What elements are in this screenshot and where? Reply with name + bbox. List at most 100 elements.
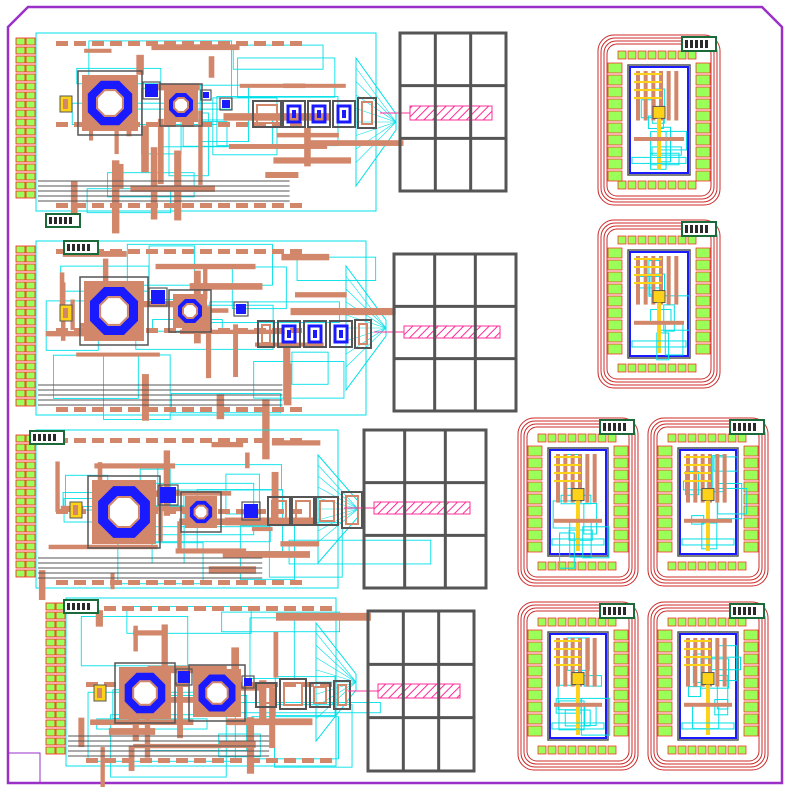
transistor-poly — [69, 501, 83, 519]
metal1-rail — [176, 606, 188, 611]
metal1-rail — [122, 606, 134, 611]
bond-pad-icon — [613, 505, 629, 517]
bond-pad-icon — [607, 62, 623, 74]
bond-pad-icon — [15, 452, 26, 461]
metal1-rail — [164, 122, 176, 127]
guard-ring — [603, 40, 715, 200]
metal2-outline — [681, 722, 735, 730]
poly-line — [634, 266, 662, 268]
bond-pad-icon — [45, 620, 56, 629]
metal1-route — [108, 728, 156, 735]
bond-pad-icon — [557, 433, 567, 443]
capacitor-icon — [219, 97, 233, 111]
bond-pad-icon — [637, 363, 647, 373]
bond-pad-icon — [657, 50, 667, 60]
bond-pad-icon — [687, 617, 697, 627]
metal1-route — [136, 54, 144, 75]
bond-pad-icon — [25, 82, 36, 91]
metal1-route — [273, 157, 352, 164]
bond-pad-icon — [25, 127, 36, 136]
metal1-rail — [284, 682, 296, 687]
transistor-poly — [652, 290, 666, 304]
output-stage-cell — [307, 100, 331, 128]
metal1-rail — [74, 122, 86, 127]
poly-line — [634, 81, 662, 83]
bond-pad-icon — [25, 281, 36, 290]
probe-pad-icon — [729, 419, 765, 435]
metal2-trace — [345, 275, 387, 329]
metal1-rail — [218, 41, 230, 46]
metal1-route — [208, 566, 257, 574]
bond-pad-icon — [15, 100, 26, 109]
bond-pad-icon — [25, 542, 36, 551]
metal1-route — [151, 44, 240, 51]
poly-line — [684, 464, 711, 466]
bond-pad-icon — [25, 272, 36, 281]
bond-pad-icon — [657, 665, 673, 677]
metal1-rail — [236, 580, 248, 585]
metal1-finger — [686, 638, 690, 687]
metal2-outline — [291, 351, 329, 385]
bond-pad-icon — [25, 172, 36, 181]
metal1-rail — [302, 758, 314, 763]
metal2-outline — [684, 470, 700, 496]
bond-pad-icon — [737, 745, 747, 755]
bond-pad-icon — [743, 469, 759, 481]
metal1-rail — [158, 758, 170, 763]
bond-pad-icon — [657, 641, 673, 653]
bond-pad-icon — [15, 434, 26, 443]
metal1-route — [158, 83, 200, 91]
bond-pad-icon — [15, 488, 26, 497]
bond-pad-icon — [743, 629, 759, 641]
guard-ring — [653, 607, 763, 765]
capacitor-icon — [175, 668, 193, 686]
bond-pad-icon — [527, 725, 543, 737]
bond-pad-icon — [657, 517, 673, 529]
bond-pad-column — [45, 602, 66, 755]
bond-pad-icon — [613, 469, 629, 481]
metal1-rail — [92, 407, 104, 412]
capacitor-icon — [241, 675, 255, 689]
poly-line — [634, 89, 662, 91]
bond-pad-icon — [743, 653, 759, 665]
metal1-rail — [218, 122, 230, 127]
metal1-rail — [236, 122, 248, 127]
metal1-route — [139, 491, 232, 496]
metal1-rail — [140, 758, 152, 763]
bond-pad-icon — [607, 283, 623, 295]
metal1-finger — [666, 71, 671, 121]
metal1-route — [262, 399, 270, 460]
bond-pad-icon — [45, 656, 56, 665]
bond-pad-icon — [657, 541, 673, 553]
bond-pad-icon — [527, 665, 543, 677]
metal1-rail — [104, 682, 116, 687]
metal1-route — [211, 441, 244, 448]
metal1-finger — [570, 638, 575, 687]
bond-pad-icon — [743, 641, 759, 653]
bond-pad-icon — [607, 110, 623, 122]
metal1-rail — [146, 407, 158, 412]
transistor-poly — [59, 95, 73, 113]
metal1-route — [189, 283, 263, 290]
metal1-route — [273, 631, 279, 678]
bond-pad-icon — [25, 163, 36, 172]
poly-line — [684, 656, 711, 658]
metal2-outline — [551, 722, 605, 730]
bond-pad-icon — [695, 343, 711, 355]
metal2-outline — [651, 146, 682, 156]
probe-pad-icon — [681, 221, 717, 237]
metal1-rail — [200, 122, 212, 127]
metal1-route — [554, 518, 602, 523]
bond-pad-icon — [25, 497, 36, 506]
metal1-rail — [290, 249, 302, 254]
metal1-route — [141, 125, 149, 173]
metal1-rail — [110, 41, 122, 46]
bond-pad-icon — [687, 433, 697, 443]
bond-pad-icon — [687, 180, 697, 190]
metal1-finger — [700, 638, 705, 687]
metal1-route — [174, 150, 182, 221]
bond-pad-icon — [613, 701, 629, 713]
probe-pad-icon — [729, 603, 765, 619]
bond-pad-icon — [613, 529, 629, 541]
bond-pad-icon — [577, 745, 587, 755]
